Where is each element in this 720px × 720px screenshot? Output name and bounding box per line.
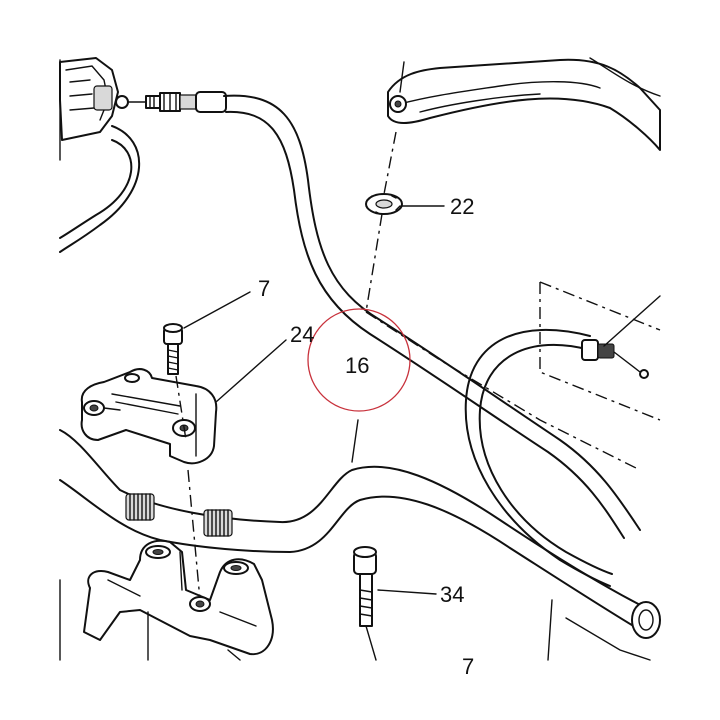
upper-right-lever [387, 57, 661, 151]
handlebar [59, 429, 661, 639]
callout-7-bottom: 7 [462, 654, 474, 679]
callout-22: 22 [450, 194, 474, 219]
left-hose-outer [59, 125, 141, 253]
centerline-main [365, 311, 641, 471]
washer-22 [365, 193, 403, 215]
callout-34: 34 [440, 582, 464, 607]
callout-16: 16 [345, 353, 369, 378]
dashed-panel [539, 281, 661, 421]
leader-lines [183, 205, 661, 595]
bolt-34 [353, 546, 377, 661]
centerline-upper [365, 131, 397, 313]
lower-right-fork [547, 599, 651, 661]
left-hose-inner [59, 139, 133, 239]
centerline-vertical [175, 375, 201, 601]
highlight-circle [307, 308, 411, 412]
callout-7-top: 7 [258, 276, 270, 301]
left-lever-housing [59, 57, 129, 161]
main-brake-hose [223, 94, 641, 539]
upper-hose-fitting [127, 91, 227, 113]
bolt-7-upper [163, 323, 183, 375]
callout-24: 24 [290, 322, 314, 347]
upper-clamp-24 [80, 368, 218, 465]
lower-riser [83, 539, 274, 661]
